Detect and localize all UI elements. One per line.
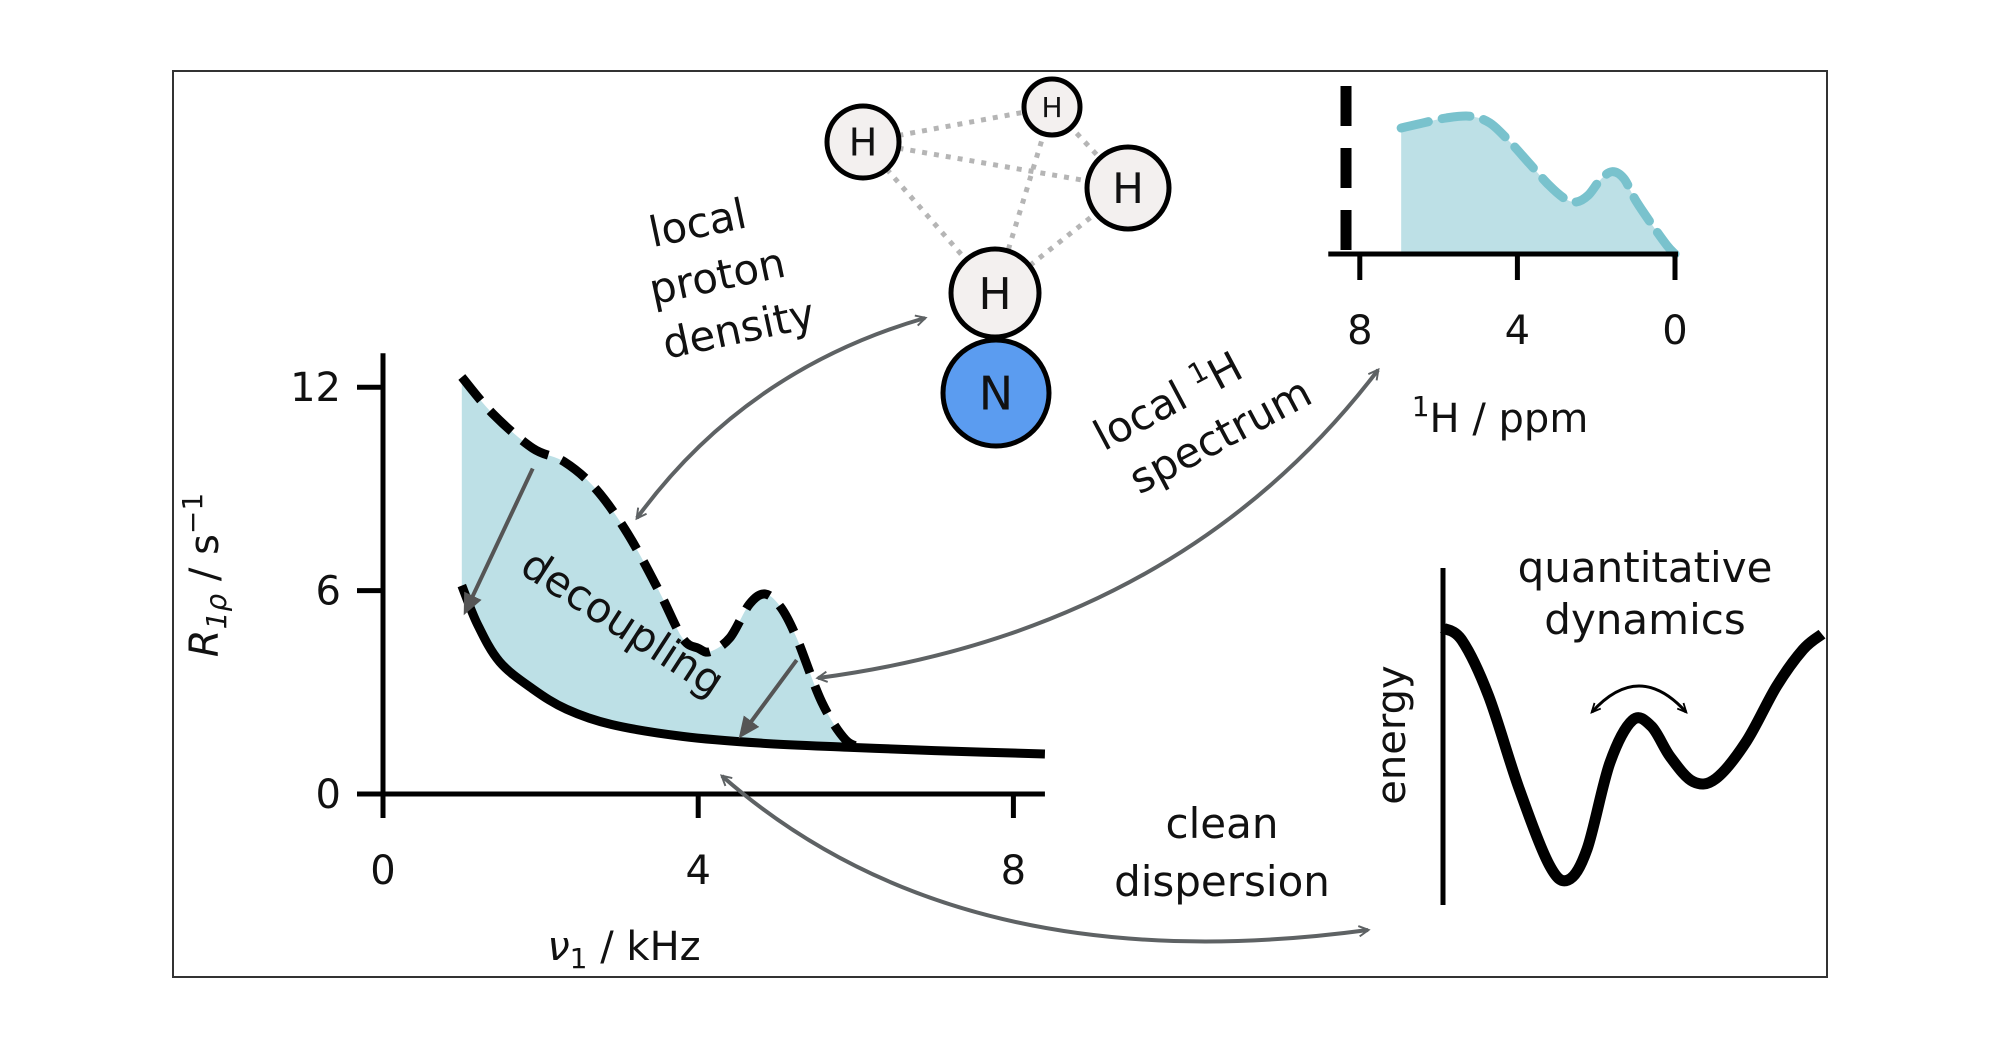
local-spectrum-arrow [818, 370, 1378, 678]
exchange-double-arrow [1592, 684, 1686, 712]
x-tick-label: 4 [685, 848, 710, 894]
hydrogen-atom-h4 [948, 246, 1042, 340]
atom-label: H [978, 269, 1011, 320]
x-axis-label: ν1 / kHz [547, 924, 700, 975]
decoupled-dispersion-curve [457, 583, 1046, 759]
spectrum-fill [1401, 115, 1675, 254]
local-spectrum-label: local 1H spectrum [1085, 342, 1319, 504]
spectrum-x-tick-label: 0 [1662, 308, 1687, 354]
quantitative-label: quantitative [1518, 543, 1773, 592]
y-axis-label: R1ρ / s−1 [176, 493, 233, 657]
proton-density-label: local proton density [645, 189, 819, 369]
dispersion-label: dispersion [1114, 857, 1330, 906]
proton-density-arrow [635, 318, 925, 518]
proton-contact-line [862, 139, 1129, 191]
local-spectrum-plot: 8 4 0 1H / ppm [1328, 86, 1688, 442]
energy-axis-label: energy [1369, 665, 1415, 804]
spectrum-x-tick-label: 4 [1505, 308, 1530, 354]
y-tick-label: 6 [316, 569, 341, 615]
energy-curve [1440, 623, 1826, 887]
spectrum-axes: 8 4 0 [1328, 251, 1688, 354]
y-tick-label: 12 [290, 365, 341, 411]
decoupling-shaded-area [461, 377, 864, 748]
atom-label: H [1041, 91, 1062, 124]
spectrum-curve [1396, 111, 1680, 259]
proton-contact-line [862, 104, 1053, 145]
coupled-dispersion-curve [458, 374, 866, 752]
clean-label: clean [1166, 799, 1279, 848]
energy-landscape-plot: energy quantitative dynamics [1369, 543, 1826, 905]
x-tick-label: 8 [1001, 848, 1026, 894]
clean-dispersion-arrow [722, 776, 1368, 944]
proton-contact-line [861, 140, 997, 295]
hydrogen-atom-h1 [824, 103, 902, 181]
hydrogen-atom-h2 [1021, 76, 1083, 138]
decoupling-arrow [463, 467, 535, 616]
hydrogen-atom-h3 [1084, 144, 1172, 232]
decoupling-arrow [738, 658, 799, 739]
x-tick-label: 0 [370, 848, 395, 894]
atom-label: H [1112, 164, 1144, 213]
spectrum-x-tick-label: 8 [1347, 308, 1372, 354]
y-tick-label: 0 [316, 772, 341, 818]
proton-contact-line [992, 106, 1055, 294]
atom-label: H [849, 121, 878, 165]
atom-label: N [979, 367, 1013, 421]
spectrum-x-axis-label: 1H / ppm [1412, 390, 1589, 442]
dynamics-label: dynamics [1544, 595, 1745, 644]
decoupling-arrows [463, 467, 799, 739]
figure-frame [172, 70, 1828, 978]
